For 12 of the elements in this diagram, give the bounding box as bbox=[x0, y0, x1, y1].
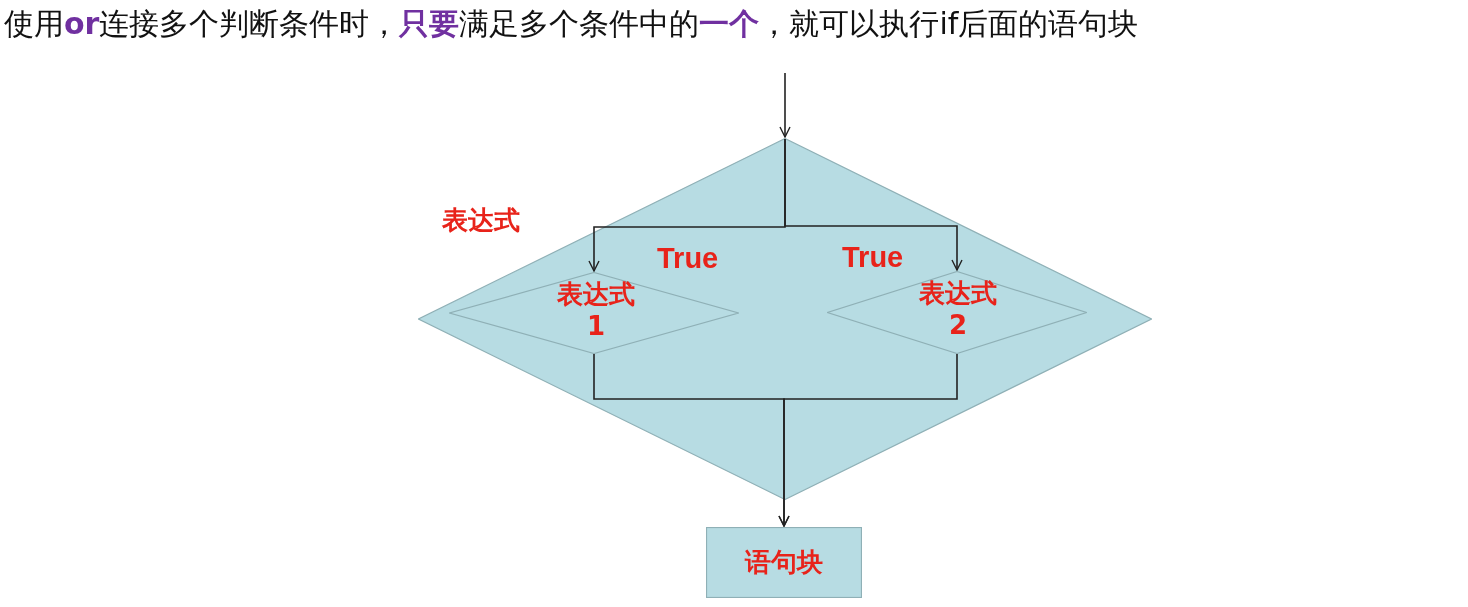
arrow bbox=[779, 72, 791, 138]
decision-diamond bbox=[449, 272, 739, 354]
decision-diamond bbox=[827, 271, 1087, 354]
diamond-label: 表达式 1 bbox=[556, 278, 636, 342]
decision-diamond bbox=[418, 138, 1152, 500]
arrow bbox=[784, 138, 963, 271]
diamond-label: 表达式 bbox=[441, 204, 521, 236]
diamond-label: 表达式 2 bbox=[918, 277, 998, 341]
process-box bbox=[706, 527, 862, 598]
heading: 使用or连接多个判断条件时，只要满足多个条件中的一个，就可以执行if后面的语句块 bbox=[4, 5, 1139, 43]
box-label: 语句块 bbox=[743, 546, 824, 578]
arrow bbox=[778, 353, 958, 527]
